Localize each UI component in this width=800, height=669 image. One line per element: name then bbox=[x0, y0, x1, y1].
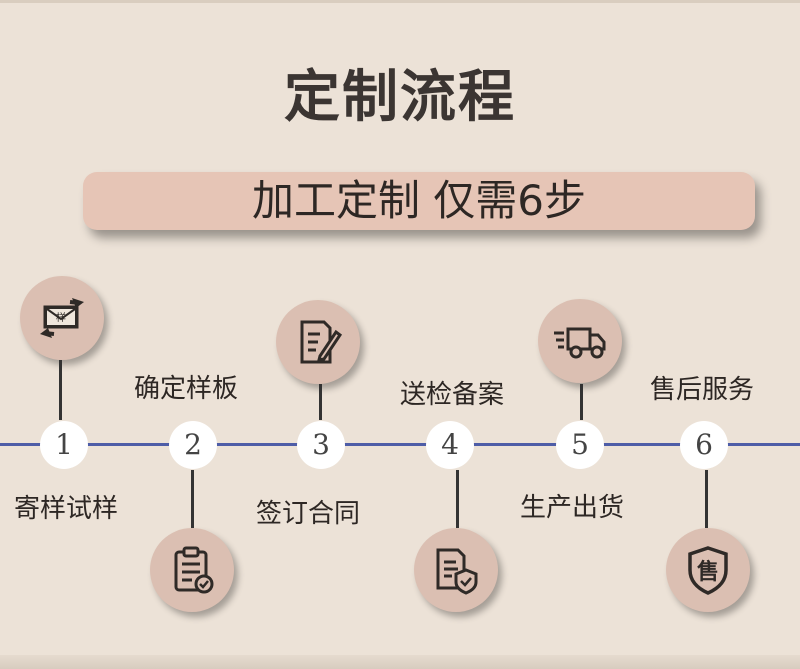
step-4-stem bbox=[456, 470, 459, 528]
document-pen-icon bbox=[300, 320, 343, 364]
step-5-icon-circle bbox=[538, 299, 622, 383]
step-3-number: 3 bbox=[297, 421, 345, 469]
step-2-label: 确定样板 bbox=[134, 374, 239, 404]
step-2-stem bbox=[191, 470, 194, 528]
delivery-truck-icon bbox=[554, 327, 606, 359]
step-4-icon-circle bbox=[414, 528, 498, 612]
banner: 加工定制 仅需6步 bbox=[83, 172, 755, 230]
shield-sale-icon-text: 售 bbox=[697, 559, 719, 585]
step-5-stem bbox=[580, 384, 583, 420]
step-6-stem bbox=[705, 470, 708, 528]
step-1-label: 寄样试样 bbox=[14, 494, 119, 524]
step-3-label: 签订合同 bbox=[256, 499, 361, 529]
swap-envelope-icon-text: 样 bbox=[56, 311, 66, 324]
step-6-number: 6 bbox=[680, 421, 728, 469]
page-title: 定制流程 bbox=[284, 64, 516, 130]
step-4-number: 4 bbox=[426, 421, 474, 469]
step-1-icon-circle: 样 bbox=[20, 276, 104, 360]
step-3-icon-circle bbox=[276, 300, 360, 384]
clipboard-check-icon bbox=[174, 546, 214, 594]
step-2-icon-circle bbox=[150, 528, 234, 612]
top-divider bbox=[0, 0, 800, 3]
step-1-number: 1 bbox=[40, 421, 88, 469]
step-6-label: 售后服务 bbox=[650, 375, 755, 405]
step-3-stem bbox=[319, 384, 322, 420]
document-shield-icon bbox=[436, 548, 478, 595]
swap-envelope-icon: 样 bbox=[40, 298, 84, 338]
step-6-icon-circle: 售 bbox=[666, 528, 750, 612]
step-2-number: 2 bbox=[169, 421, 217, 469]
timeline-line bbox=[0, 443, 800, 446]
step-4-label: 送检备案 bbox=[400, 380, 505, 410]
step-5-number: 5 bbox=[556, 421, 604, 469]
shield-sale-icon: 售 bbox=[688, 546, 728, 595]
step-5-label: 生产出货 bbox=[520, 493, 625, 523]
bottom-divider bbox=[0, 655, 800, 669]
step-1-stem bbox=[59, 360, 62, 420]
